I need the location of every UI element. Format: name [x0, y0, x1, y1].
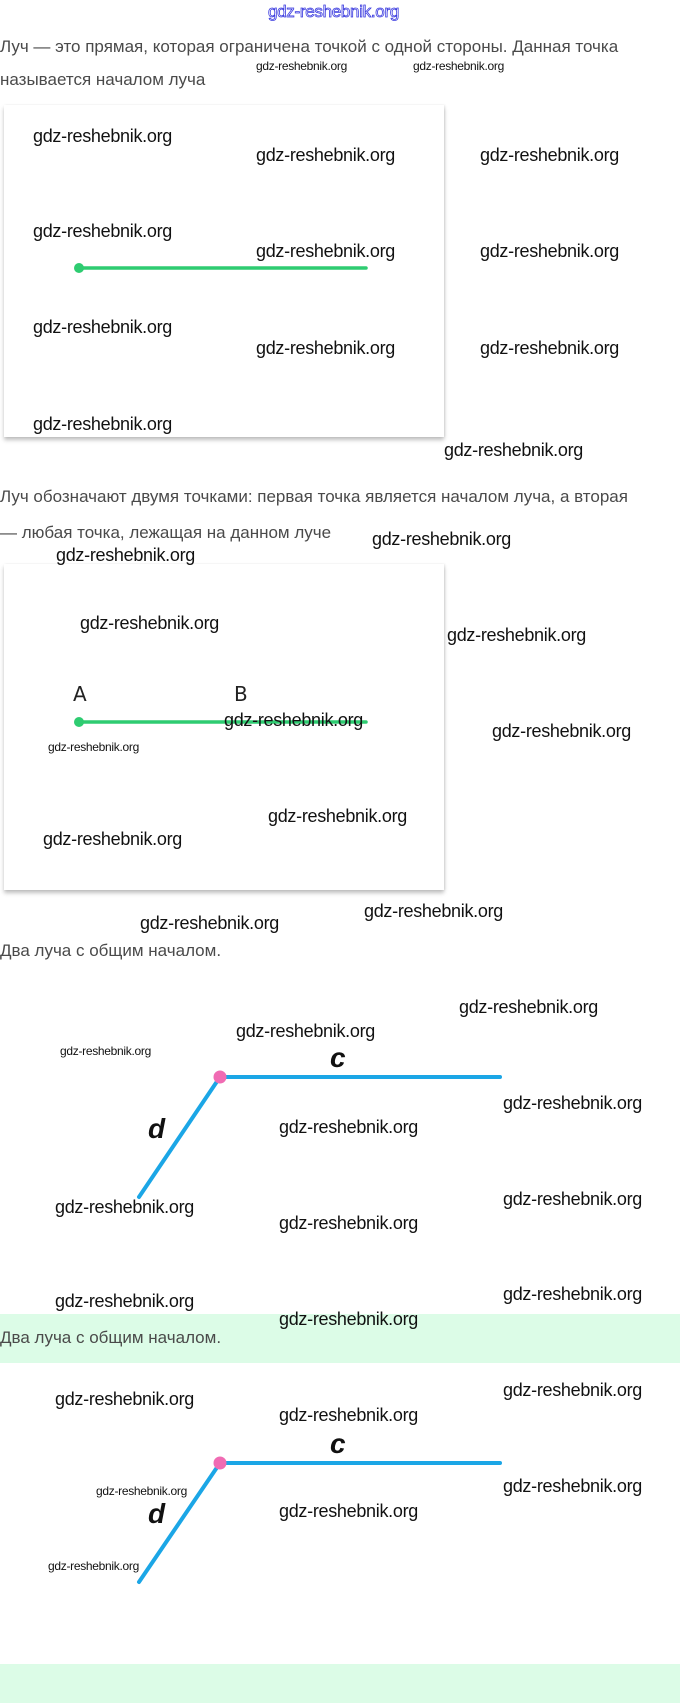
watermark: gdz-reshebnik.org — [492, 721, 631, 741]
two-rays-figure-2 — [137, 1456, 502, 1584]
watermark: gdz-reshebnik.org — [140, 913, 279, 933]
ray-figure-1 — [74, 263, 368, 273]
watermark: gdz-reshebnik.org — [503, 1380, 642, 1400]
paragraph-ray-definition-line2: называется началом луча — [0, 70, 206, 89]
watermark: gdz-reshebnik.org — [279, 1117, 418, 1137]
highlight-band — [0, 1314, 680, 1363]
watermark: gdz-reshebnik.org — [279, 1405, 418, 1425]
watermark: gdz-reshebnik.org — [372, 529, 511, 549]
watermark: gdz-reshebnik.org — [447, 625, 586, 645]
watermark: gdz-reshebnik.org — [444, 440, 583, 460]
ray-d-line — [137, 1461, 222, 1584]
point-a-dot — [74, 717, 84, 727]
watermark: gdz-reshebnik.org — [48, 1559, 139, 1573]
watermark: gdz-reshebnik.org — [503, 1284, 642, 1304]
ray-d-line — [137, 1075, 222, 1199]
watermark: gdz-reshebnik.org — [268, 806, 407, 826]
watermark: gdz-reshebnik.org — [480, 145, 619, 165]
watermark: gdz-reshebnik.org — [279, 1309, 418, 1329]
watermark: gdz-reshebnik.org — [56, 545, 195, 565]
watermark: gdz-reshebnik.org — [413, 59, 504, 73]
watermark: gdz-reshebnik.org — [43, 829, 182, 849]
caption-two-rays-highlighted: Два луча с общим началом. — [0, 1328, 222, 1347]
watermark: gdz-reshebnik.org — [256, 145, 395, 165]
watermark: gdz-reshebnik.org — [256, 338, 395, 358]
figure-card-ray-ab — [4, 564, 444, 890]
watermark: gdz-reshebnik.org — [80, 613, 219, 633]
site-watermark-header[interactable]: gdz-reshebnik.org — [268, 2, 400, 22]
watermark: gdz-reshebnik.org — [48, 740, 139, 754]
watermark: gdz-reshebnik.org — [503, 1189, 642, 1209]
common-origin-point — [213, 1070, 227, 1084]
point-a-label: A — [73, 682, 87, 706]
watermark: gdz-reshebnik.org — [256, 241, 395, 261]
watermark: gdz-reshebnik.org — [364, 901, 503, 921]
watermark: gdz-reshebnik.org — [503, 1476, 642, 1496]
common-origin-point — [213, 1456, 227, 1470]
paragraph-ray-definition-line1: Луч — это прямая, которая ограничена точ… — [0, 37, 619, 56]
watermark: gdz-reshebnik.org — [256, 59, 347, 73]
two-rays-figure-1 — [137, 1070, 502, 1199]
caption-two-rays: Два луча с общим началом. — [0, 941, 222, 960]
watermark: gdz-reshebnik.org — [55, 1197, 194, 1217]
watermark: gdz-reshebnik.org — [96, 1484, 187, 1498]
watermark: gdz-reshebnik.org — [279, 1501, 418, 1521]
watermark: gdz-reshebnik.org — [480, 338, 619, 358]
watermark: gdz-reshebnik.org — [55, 1389, 194, 1409]
watermark: gdz-reshebnik.org — [459, 997, 598, 1017]
point-b-label: B — [234, 682, 248, 706]
ray-figure-ab — [74, 717, 368, 727]
watermark: gdz-reshebnik.org — [480, 241, 619, 261]
watermark: gdz-reshebnik.org — [503, 1093, 642, 1113]
highlight-band-bottom — [0, 1664, 680, 1703]
watermark: gdz-reshebnik.org — [33, 221, 172, 241]
watermark: gdz-reshebnik.org — [33, 126, 172, 146]
watermark: gdz-reshebnik.org — [224, 710, 363, 730]
watermark: gdz-reshebnik.org — [33, 317, 172, 337]
ray-c-label: c — [330, 1042, 346, 1073]
paragraph-ray-notation-line1: Луч обозначают двумя точками: первая точ… — [0, 487, 628, 506]
ray-c-label: c — [330, 1428, 346, 1459]
watermark: gdz-reshebnik.org — [279, 1213, 418, 1233]
watermark: gdz-reshebnik.org — [60, 1044, 151, 1058]
watermark: gdz-reshebnik.org — [55, 1291, 194, 1311]
ray-origin-point — [74, 263, 84, 273]
ray-d-label: d — [148, 1113, 166, 1144]
watermark: gdz-reshebnik.org — [236, 1021, 375, 1041]
ray-d-label: d — [148, 1498, 166, 1529]
watermark: gdz-reshebnik.org — [33, 414, 172, 434]
paragraph-ray-notation-line2: — любая точка, лежащая на данном луче — [0, 523, 332, 542]
